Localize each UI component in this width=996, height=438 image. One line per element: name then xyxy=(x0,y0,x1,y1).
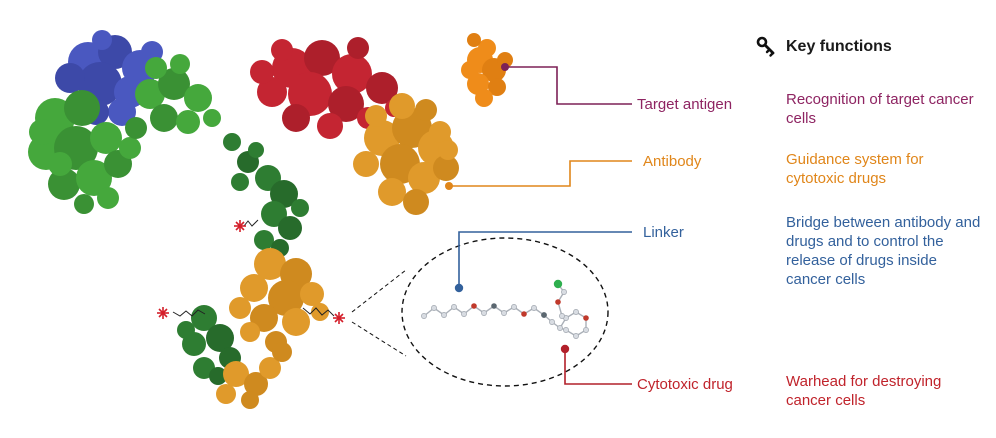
key-functions-header: Key functions xyxy=(786,38,892,55)
antibody-connector xyxy=(445,160,632,190)
cytotoxic-drug-label: Cytotoxic drug xyxy=(637,376,733,393)
cytotoxic-drug-connector xyxy=(560,344,632,385)
antibody-fab-red-domain xyxy=(250,37,403,139)
target-antigen-blob xyxy=(461,33,513,107)
cytotoxic-drug-description: Warhead for destroying cancer cells xyxy=(786,373,942,409)
target-antigen-description: Recognition of target cancer cells xyxy=(786,91,974,127)
antibody-label: Antibody xyxy=(643,153,702,170)
antibody-bottom-green-lobe xyxy=(177,305,241,385)
antibody-fc-lower-stem xyxy=(229,248,329,353)
drug-attachment-sites xyxy=(172,219,335,317)
key-icon xyxy=(756,36,775,57)
linker-description: Bridge between antibody and drugs and to… xyxy=(786,214,981,288)
target-antigen-label: Target antigen xyxy=(637,96,733,113)
antibody-description: Guidance system for cytotoxic drugs xyxy=(786,151,924,187)
target-antigen-connector xyxy=(501,63,632,105)
magnifier-ellipse xyxy=(351,237,609,387)
antibody-fc-orange-domain xyxy=(353,93,459,215)
antibody-bottom-orange-tip xyxy=(216,342,292,409)
antibody-fab-green-domain xyxy=(28,54,221,214)
antibody-hinge-region xyxy=(223,133,309,257)
linker-connector xyxy=(454,231,632,293)
linker-drug-molecule xyxy=(421,279,589,339)
linker-label: Linker xyxy=(643,224,684,241)
drug-star-marks xyxy=(157,220,345,324)
